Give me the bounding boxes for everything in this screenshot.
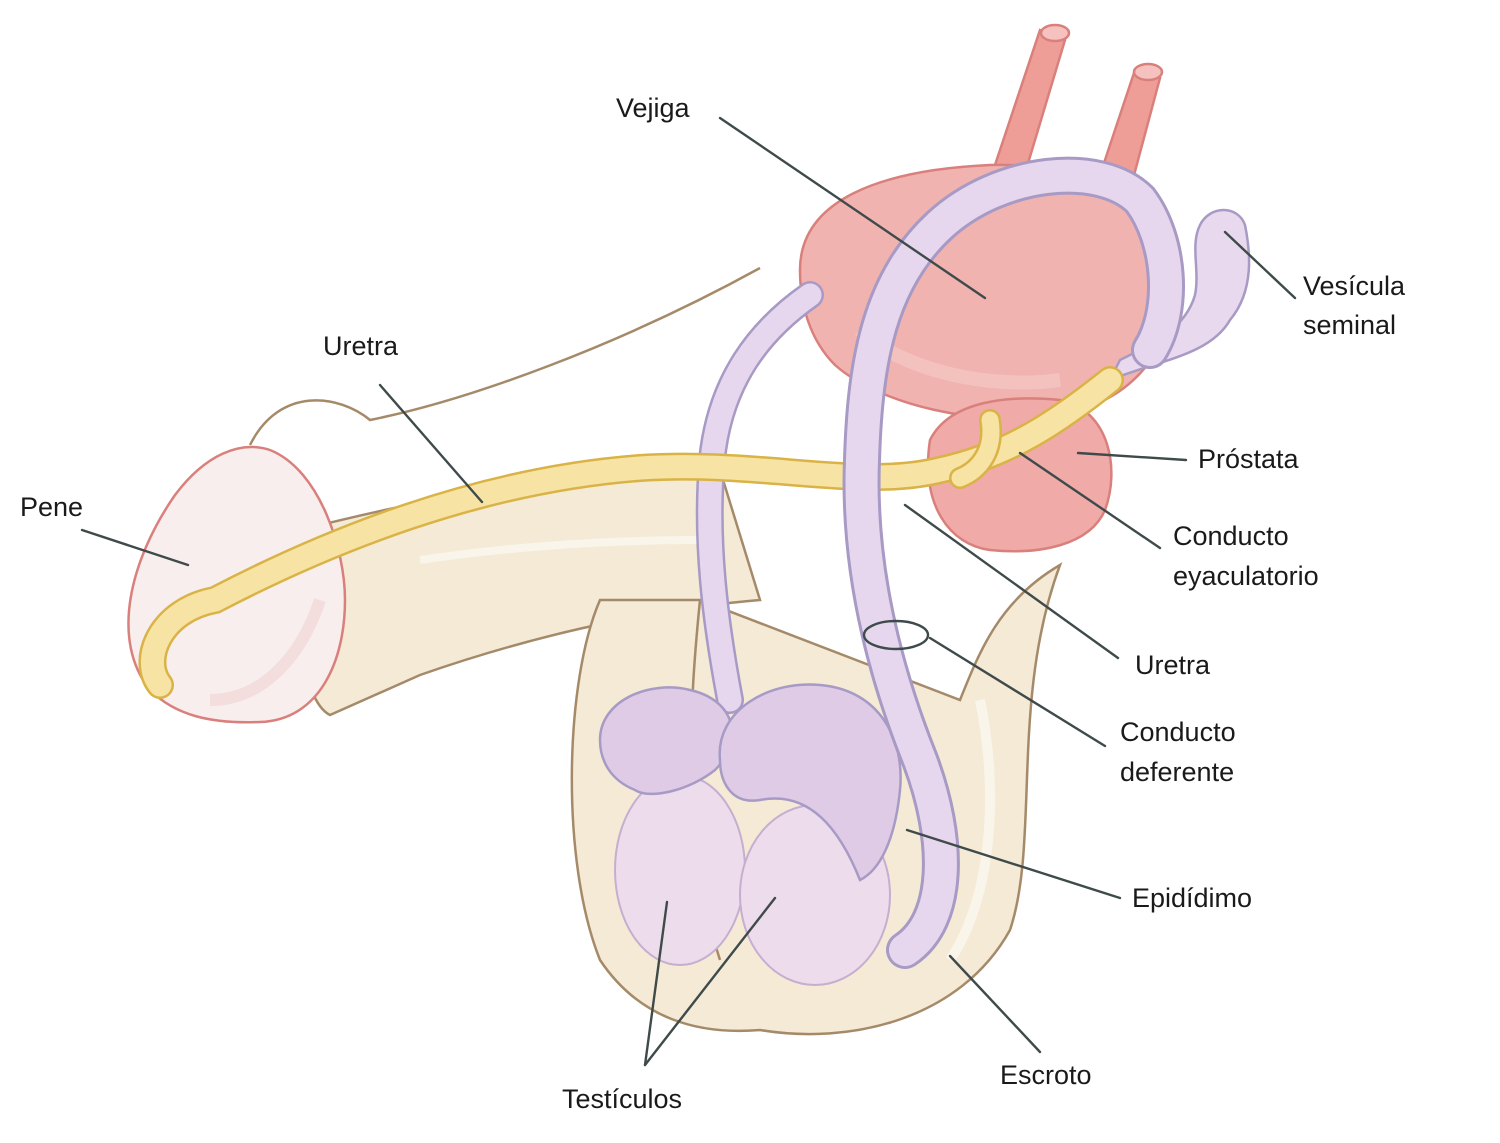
leader-prostata <box>1076 451 1188 462</box>
seminal-vesicle <box>1107 208 1251 383</box>
leader-uretra-top <box>378 383 484 504</box>
label-vejiga: Vejiga <box>616 93 690 123</box>
label-pene: Pene <box>20 492 84 522</box>
label-vesicula-line1: Vesícula <box>1303 271 1406 301</box>
label-conducto-def-line2: deferente <box>1120 757 1235 787</box>
leader-pene <box>80 528 190 567</box>
label-vesicula-line2: seminal <box>1303 310 1397 340</box>
leader-conducto-def <box>928 636 1107 748</box>
leader-testiculos-a <box>643 900 669 1067</box>
leader-testiculos-b <box>643 896 777 1067</box>
testis-right <box>718 683 902 986</box>
label-prostata: Próstata <box>1198 444 1299 474</box>
leader-escroto <box>948 954 1042 1054</box>
urethra <box>138 366 1124 699</box>
leader-conducto-eyac <box>1018 451 1162 550</box>
label-escroto: Escroto <box>1000 1060 1092 1090</box>
label-uretra-right: Uretra <box>1135 650 1211 680</box>
label-uretra-top: Uretra <box>323 331 399 361</box>
leader-vejiga <box>718 116 987 300</box>
vas-deferens-right <box>842 156 1185 969</box>
leader-uretra-right <box>903 503 1120 660</box>
label-conducto-eyac-line2: eyaculatorio <box>1173 561 1319 591</box>
label-testiculos: Testículos <box>562 1084 683 1114</box>
label-epididimo: Epidídimo <box>1132 883 1253 913</box>
label-conducto-def-line1: Conducto <box>1120 717 1236 747</box>
testis-left <box>598 686 746 966</box>
leader-vesicula <box>1223 230 1297 300</box>
leader-epididimo <box>905 828 1122 900</box>
label-conducto-eyac-line1: Conducto <box>1173 521 1289 551</box>
leader-lines <box>80 116 1297 1067</box>
